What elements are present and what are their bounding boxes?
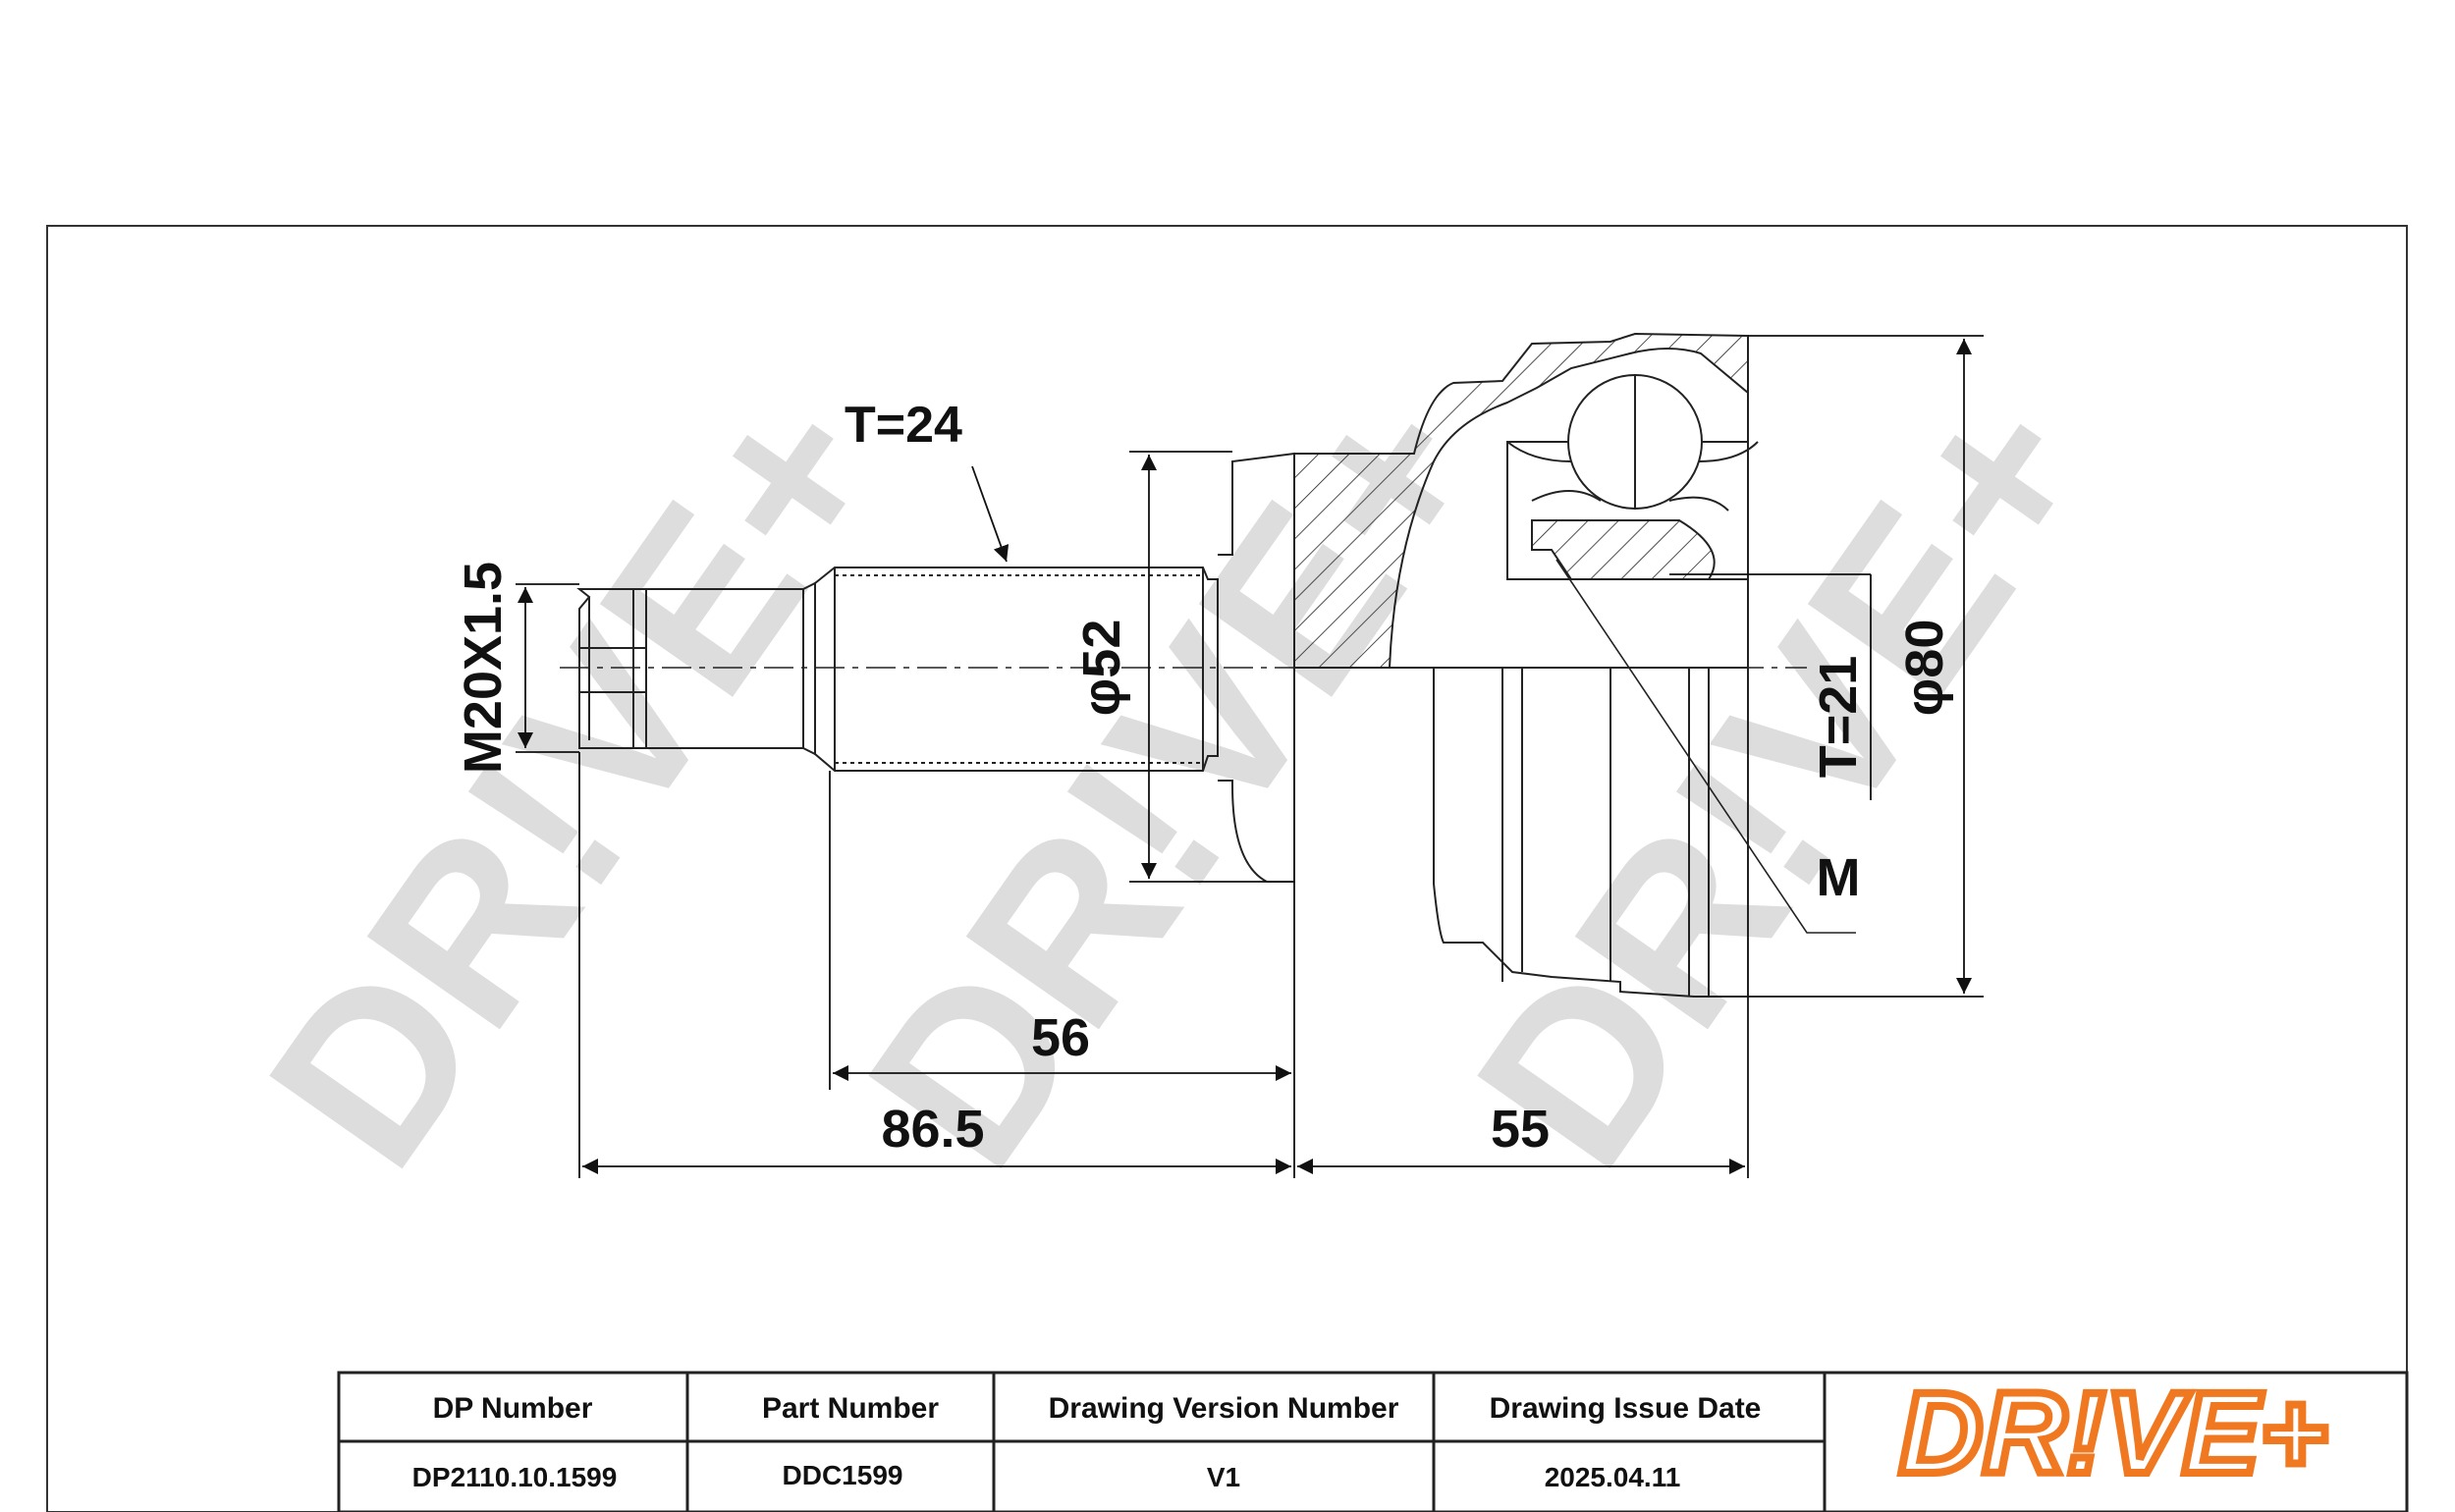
- dim-length-86-5: 86.5: [881, 1100, 984, 1159]
- spline-section: [814, 567, 1219, 772]
- bell-section-hatched: [1293, 332, 1749, 669]
- dim-inner-teeth: T=21: [1809, 656, 1868, 779]
- m-leader: [1555, 559, 1856, 934]
- tb-header-version: Drawing Version Number: [1049, 1392, 1399, 1425]
- watermark-left: DR!VE+: [219, 347, 934, 1211]
- title-block: DP Number Part Number Drawing Version Nu…: [337, 1365, 2409, 1512]
- dim-length-56: 56: [1031, 1008, 1090, 1067]
- cage-section: [1531, 519, 1716, 580]
- tb-header-part-number: Part Number: [762, 1392, 939, 1425]
- cv-joint-outline: [560, 332, 1856, 998]
- dim-length-55: 55: [1491, 1100, 1550, 1159]
- tb-header-dp-number: DP Number: [433, 1392, 593, 1425]
- tb-value-dp-number: DP2110.10.1599: [412, 1462, 618, 1492]
- dim-marker: M: [1817, 848, 1861, 907]
- dim-shaft-diameter: φ52: [1072, 620, 1131, 717]
- drawing-frame: [46, 225, 2408, 1512]
- dim-thread-length: T=24: [845, 397, 962, 454]
- tb-value-version: V1: [1207, 1462, 1240, 1492]
- watermark-right: DR!VE+: [1427, 347, 2142, 1211]
- dim-outer-diameter: φ80: [1895, 620, 1954, 717]
- dimension-lines: [516, 335, 1984, 1178]
- tb-value-part-number: DDC1599: [783, 1460, 903, 1490]
- tb-header-issue-date: Drawing Issue Date: [1490, 1392, 1762, 1425]
- drive-logo: DR!VE+: [1899, 1369, 2327, 1498]
- tb-value-issue-date: 2025.04.11: [1545, 1462, 1681, 1492]
- dim-thread-spec: M20X1.5: [454, 562, 513, 774]
- thread-body: [645, 588, 804, 749]
